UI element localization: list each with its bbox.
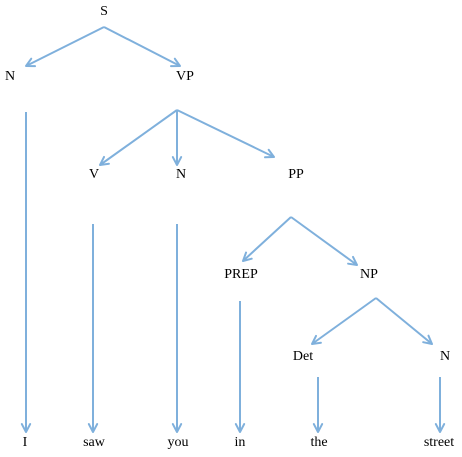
node-s: S xyxy=(100,4,108,19)
edge-prep-in-arrowhead-icon xyxy=(234,423,246,433)
word-you: you xyxy=(168,435,189,450)
edge-pp-np-arrowhead-icon xyxy=(347,255,358,266)
tree-edges xyxy=(20,26,446,433)
edge-n-street-arrowhead-icon xyxy=(434,423,446,433)
edge-np-det-arrowhead-icon xyxy=(311,334,322,345)
edge-v-saw-arrowhead-icon xyxy=(87,423,99,433)
edge-vp-n-arrowhead-icon xyxy=(171,156,183,166)
edge-pp-np xyxy=(290,216,358,266)
node-n-street: N xyxy=(440,349,450,364)
word-the: the xyxy=(310,435,327,450)
edge-pp-prep xyxy=(242,216,292,262)
word-saw: saw xyxy=(83,435,106,450)
edge-np-n-arrowhead-icon xyxy=(422,334,433,345)
node-det: Det xyxy=(293,349,313,364)
node-pp: PP xyxy=(288,167,304,182)
edge-s-vp xyxy=(103,26,181,67)
edge-s-n-arrowhead-icon xyxy=(25,57,36,68)
node-n-subject: N xyxy=(5,69,15,84)
edge-np-n xyxy=(375,297,433,345)
edge-s-n xyxy=(25,26,105,67)
node-n-object: N xyxy=(176,167,186,182)
word-i: I xyxy=(23,435,28,450)
edge-vp-pp-arrowhead-icon xyxy=(264,148,275,159)
edge-vp-pp xyxy=(176,109,275,158)
word-in: in xyxy=(235,435,246,450)
node-v: V xyxy=(89,167,99,182)
word-street: street xyxy=(424,435,454,450)
node-np: NP xyxy=(360,267,378,282)
node-vp: VP xyxy=(176,69,194,84)
edge-n-i-arrowhead-icon xyxy=(20,423,32,433)
edge-det-the-arrowhead-icon xyxy=(312,423,324,433)
edge-np-det xyxy=(311,297,377,345)
edge-pp-prep-arrowhead-icon xyxy=(242,251,253,262)
edge-vp-v-arrowhead-icon xyxy=(99,155,110,166)
edge-n-you-arrowhead-icon xyxy=(171,423,183,433)
edge-s-vp-arrowhead-icon xyxy=(170,57,181,68)
node-prep: PREP xyxy=(224,267,258,282)
edge-vp-v xyxy=(99,109,178,166)
